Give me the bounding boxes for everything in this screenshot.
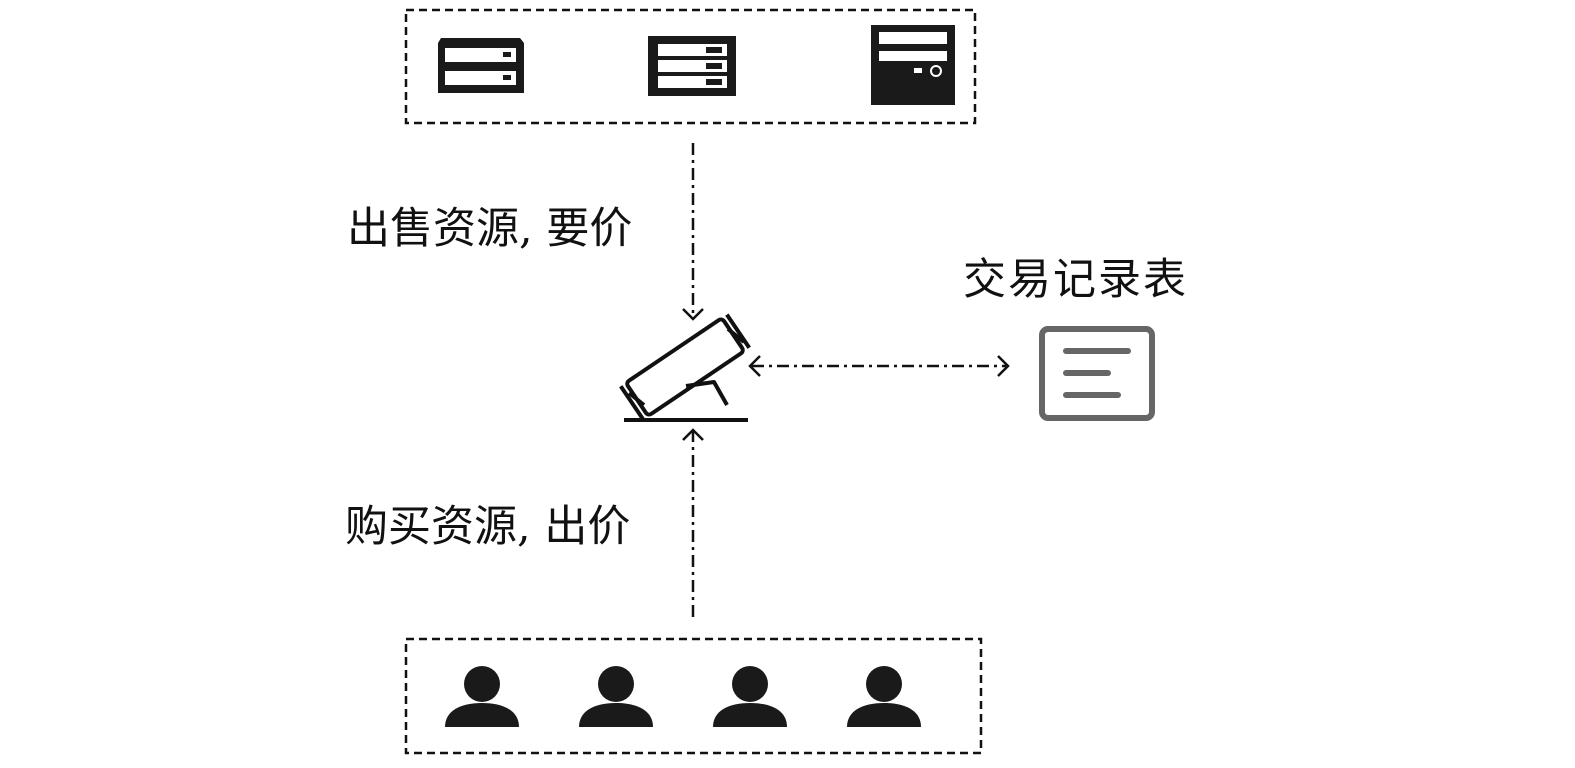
tower-server-icon: [871, 25, 955, 105]
buyer-group-frame: [404, 637, 983, 755]
sell-arrowhead: [682, 308, 704, 321]
sell-connector: [682, 143, 704, 321]
ledger-connector: [748, 355, 1010, 377]
user-icon: [847, 666, 921, 727]
user-icon: [445, 666, 519, 727]
ledger-left-arrowhead: [748, 355, 761, 377]
user-icon: [713, 666, 787, 727]
ledger-label: 交易记录表: [963, 255, 1188, 305]
seller-group-frame: [404, 8, 977, 125]
rack-server-icon: [648, 36, 736, 96]
gavel-icon: [619, 313, 751, 422]
user-icon: [579, 666, 653, 727]
sell-edge-label: 出售资源, 要价: [347, 204, 633, 254]
buy-connector: [682, 428, 704, 620]
rack-server-icon: [438, 38, 524, 93]
document-icon: [1039, 326, 1155, 421]
ledger-right-arrowhead: [997, 355, 1010, 377]
buy-edge-label: 购买资源, 出价: [345, 502, 631, 552]
buy-arrowhead: [682, 428, 704, 441]
seller-group: [404, 8, 977, 125]
buyer-group: [404, 637, 983, 755]
